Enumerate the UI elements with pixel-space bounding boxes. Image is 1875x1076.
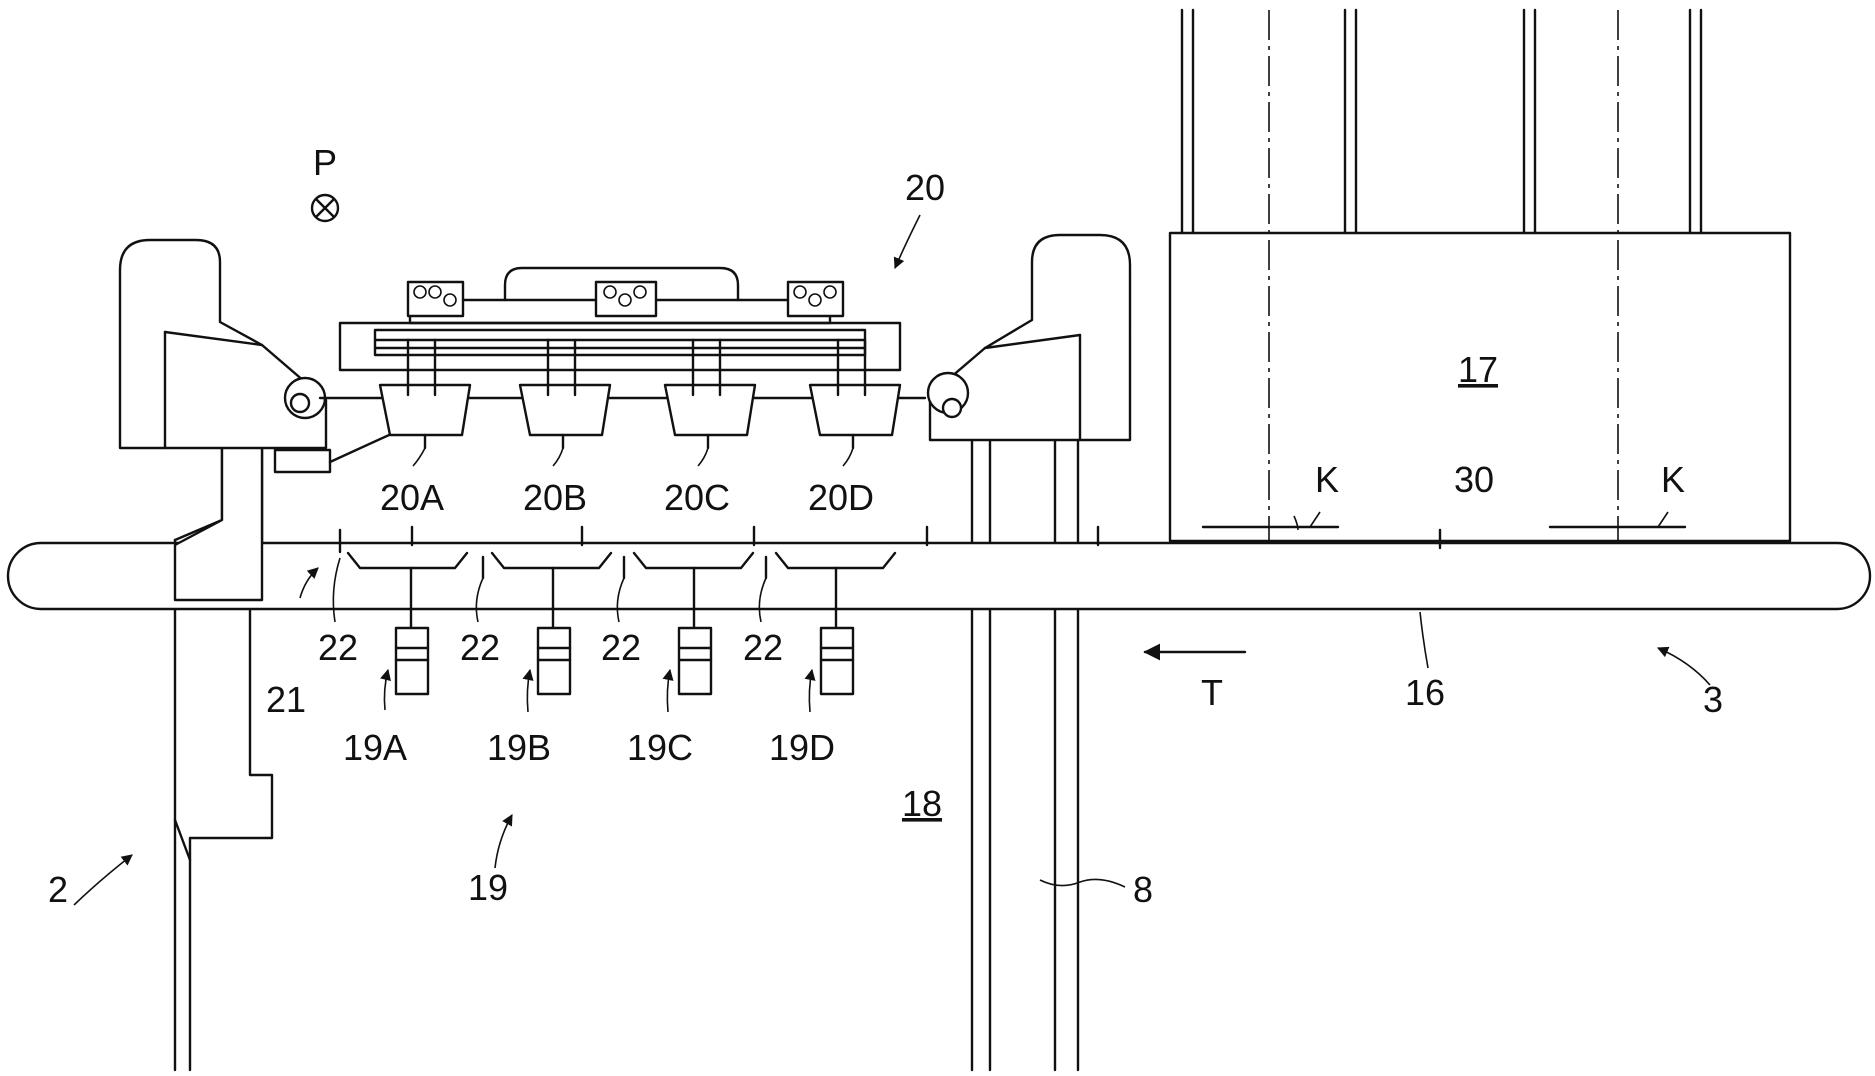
label-20B: 20B [523,477,587,518]
label-16: 16 [1405,672,1445,713]
label-T: T [1201,672,1223,713]
label-30: 30 [1454,459,1494,500]
label-K-right: K [1661,459,1685,500]
label-19C: 19C [627,727,693,768]
label-2: 2 [48,869,68,910]
label-3: 3 [1703,679,1723,720]
p-direction-symbol [310,193,340,223]
actuator-19A [346,551,469,696]
label-22-b: 22 [460,627,500,668]
label-K-left: K [1315,459,1339,500]
label-21: 21 [266,679,306,720]
label-20: 20 [905,167,945,208]
label-19A: 19A [343,727,407,768]
label-22-a: 22 [318,627,358,668]
actuator-19B [490,551,613,696]
reference-labels: P 20 17 K 30 K 20A 20B 20C 20D 22 22 22 … [48,142,1723,910]
actuator-19D [774,551,897,696]
label-8: 8 [1133,869,1153,910]
vertical-posts-8 [970,438,1080,1072]
label-18: 18 [902,783,942,824]
label-20C: 20C [664,477,730,518]
label-22-c: 22 [601,627,641,668]
label-19: 19 [468,867,508,908]
label-17: 17 [1458,349,1498,390]
left-housing [118,238,402,474]
column-2-upper [173,443,264,602]
carrier-20 [318,266,927,450]
label-20A: 20A [380,477,444,518]
box-17 [1168,8,1792,545]
label-P: P [313,142,337,183]
leaders [73,214,1711,906]
conveyor-16 [6,541,1872,611]
label-19B: 19B [487,727,551,768]
actuator-19C [632,551,755,696]
right-housing [926,233,1132,442]
label-20D: 20D [808,477,874,518]
label-22-d: 22 [743,627,783,668]
rail-markers [338,525,1442,580]
label-19D: 19D [769,727,835,768]
